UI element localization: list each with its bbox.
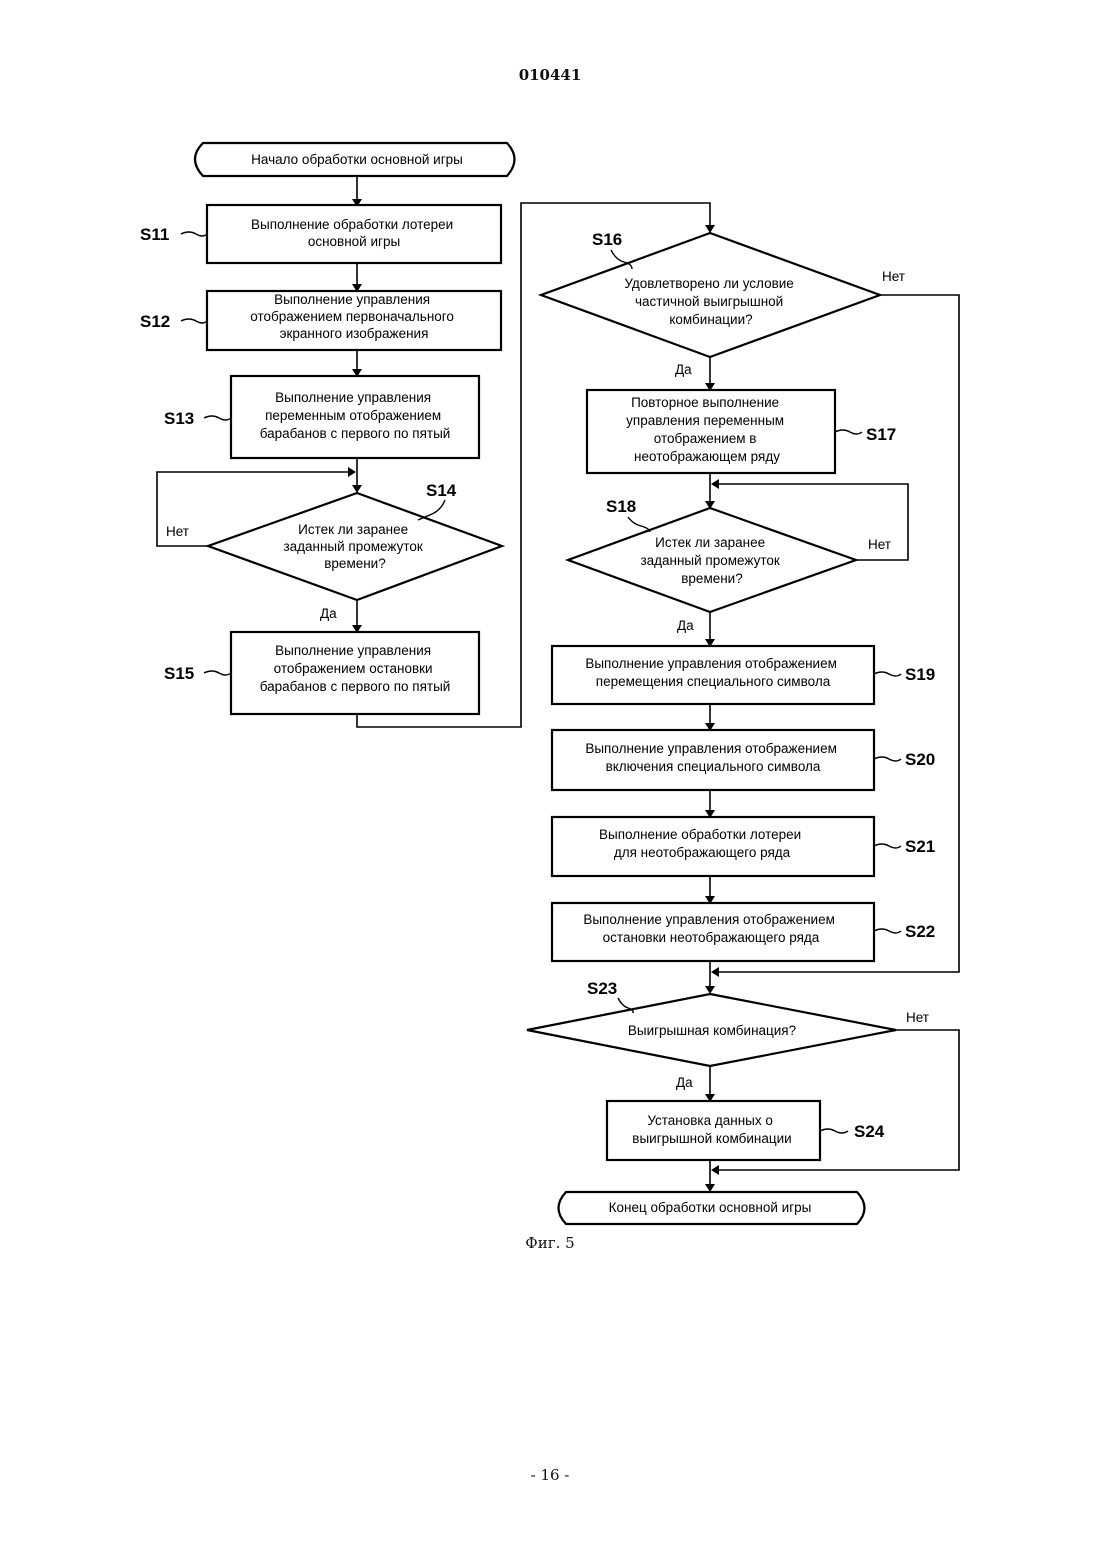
decision-diamond-s14: Истек ли заранее заданный промежуток вре…	[208, 493, 502, 600]
process-box-s20: Выполнение управления отображением включ…	[552, 730, 874, 790]
s23-yes-label: Да	[676, 1075, 693, 1090]
process-text: Выполнение управления отображением остан…	[260, 643, 451, 694]
leader-line	[181, 232, 207, 236]
process-box-s12: Выполнение управления отображением перво…	[207, 291, 501, 350]
decision-diamond-s16: Удовлетворено ли условие частичной выигр…	[541, 233, 880, 357]
decision-text: Выигрышная комбинация?	[628, 1023, 796, 1038]
step-label-s21: S21	[905, 837, 935, 856]
step-label-s11: S11	[140, 225, 169, 244]
leader-line	[628, 517, 650, 532]
s14-yes-label: Да	[320, 606, 337, 621]
process-box-s21: Выполнение обработки лотереи для неотобр…	[552, 817, 874, 876]
s18-no-label: Нет	[868, 537, 891, 552]
arrowhead	[348, 467, 356, 477]
step-label-s15: S15	[164, 664, 194, 683]
decision-diamond-s18: Истек ли заранее заданный промежуток вре…	[568, 508, 856, 612]
arrowhead	[711, 1165, 719, 1175]
leader-line	[820, 1129, 848, 1133]
end-terminator: Конец обработки основной игры	[559, 1192, 865, 1224]
process-text: Выполнение управления отображением перво…	[250, 292, 457, 341]
leader-line	[874, 757, 901, 761]
end-label: Конец обработки основной игры	[609, 1200, 812, 1215]
leader-line	[181, 319, 207, 323]
leader-line	[874, 844, 901, 848]
start-terminator: Начало обработки основной игры	[195, 143, 515, 176]
leader-line	[204, 671, 231, 675]
arrowhead	[705, 986, 715, 994]
process-box-s15: Выполнение управления отображением остан…	[231, 632, 479, 714]
s16-no-label: Нет	[882, 269, 905, 284]
process-box-s11: Выполнение обработки лотереи основной иг…	[207, 205, 501, 263]
step-label-s22: S22	[905, 922, 935, 941]
step-label-s18: S18	[606, 497, 636, 516]
decision-diamond-s23: Выигрышная комбинация?	[527, 994, 896, 1066]
arrowhead	[711, 967, 719, 977]
step-label-s16: S16	[592, 230, 622, 249]
leader-line	[874, 672, 901, 676]
step-label-s19: S19	[905, 665, 935, 684]
page-number: - 16 -	[0, 1466, 1100, 1484]
step-label-s20: S20	[905, 750, 935, 769]
leader-line	[874, 929, 901, 933]
process-box-s19: Выполнение управления отображением перем…	[552, 646, 874, 704]
arrowhead	[705, 225, 715, 233]
arrowhead	[711, 479, 719, 489]
step-label-s12: S12	[140, 312, 170, 331]
process-box-s24: Установка данных о выигрышной комбинации	[607, 1101, 820, 1160]
step-label-s24: S24	[854, 1122, 885, 1141]
arrowhead	[705, 1184, 715, 1192]
figure-caption: Фиг. 5	[498, 1234, 602, 1252]
start-label: Начало обработки основной игры	[251, 152, 463, 167]
s23-no-label: Нет	[906, 1010, 929, 1025]
step-label-s14: S14	[426, 481, 457, 500]
step-label-s13: S13	[164, 409, 194, 428]
s14-no-label: Нет	[166, 524, 189, 539]
process-box-s22: Выполнение управления отображением остан…	[552, 903, 874, 961]
step-label-s23: S23	[587, 979, 617, 998]
s18-yes-label: Да	[677, 618, 694, 633]
s16-yes-label: Да	[675, 362, 692, 377]
step-label-s17: S17	[866, 425, 896, 444]
leader-line	[835, 430, 862, 434]
process-box-s13: Выполнение управления переменным отображ…	[231, 376, 479, 458]
process-box-s17: Повторное выполнение управления переменн…	[587, 390, 835, 473]
leader-line	[204, 416, 231, 420]
arrowhead	[352, 485, 362, 493]
process-text: Выполнение управления переменным отображ…	[260, 390, 451, 441]
